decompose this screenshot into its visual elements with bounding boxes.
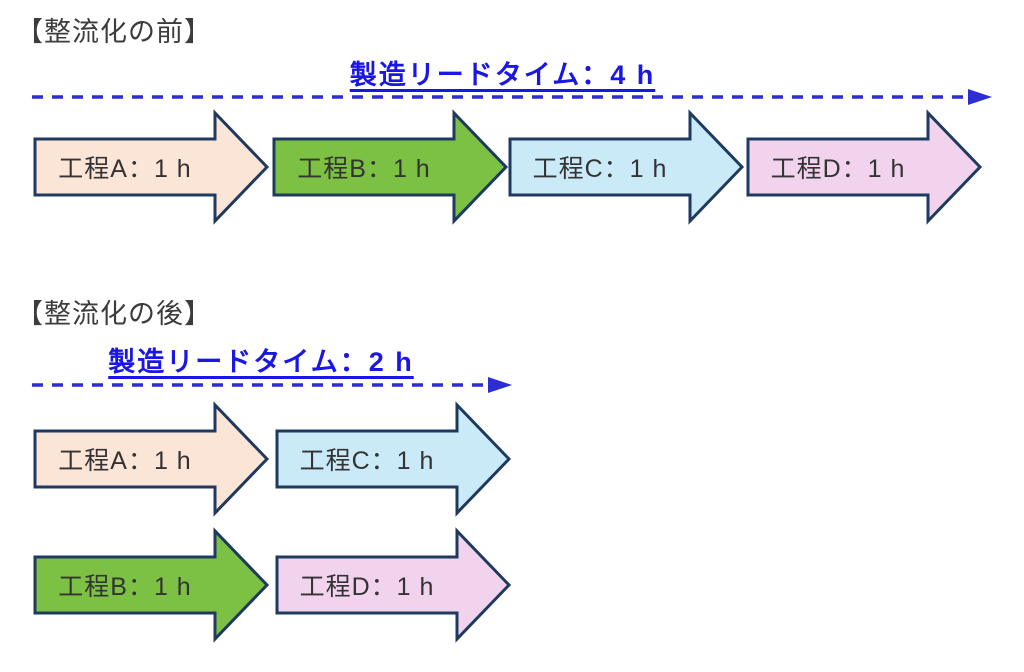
block-arrow-icon xyxy=(272,109,509,225)
after-leadtime-dashed-arrow xyxy=(32,377,512,393)
process-step-a-before: 工程A：1 h xyxy=(33,109,271,225)
after-leadtime-text: 製造リードタイム：2 h xyxy=(108,347,414,377)
process-step-label: 工程A：1 h xyxy=(58,447,192,475)
process-step-label: 工程B：1 h xyxy=(297,155,431,183)
process-step-c-before: 工程C：1 h xyxy=(508,109,746,225)
before-leadtime-dashed-arrow xyxy=(32,89,992,105)
block-arrow-icon xyxy=(33,401,270,517)
block-arrow-icon xyxy=(33,527,270,643)
process-step-label: 工程C：1 h xyxy=(532,155,668,183)
dashed-arrowhead-icon xyxy=(968,89,992,105)
process-step-label: 工程B：1 h xyxy=(58,573,192,601)
after-leadtime-label: 製造リードタイム：2 h xyxy=(30,340,492,379)
process-step-d-before: 工程D：1 h xyxy=(746,109,984,225)
block-arrow-icon xyxy=(746,109,983,225)
process-step-label: 工程A：1 h xyxy=(58,155,192,183)
block-arrow-icon xyxy=(275,401,512,517)
before-leadtime-text: 製造リードタイム：4 h xyxy=(349,60,656,90)
process-step-label: 工程C：1 h xyxy=(299,447,435,475)
process-step-b-before: 工程B：1 h xyxy=(272,109,510,225)
process-step-d-after: 工程D：1 h xyxy=(275,527,513,643)
process-step-b-after: 工程B：1 h xyxy=(33,527,271,643)
process-step-label: 工程D：1 h xyxy=(770,155,906,183)
block-arrow-icon xyxy=(508,109,745,225)
before-leadtime-label: 製造リードタイム：4 h xyxy=(30,53,975,92)
process-step-c-after: 工程C：1 h xyxy=(275,401,513,517)
process-step-label: 工程D：1 h xyxy=(299,573,435,601)
block-arrow-icon xyxy=(33,109,270,225)
block-arrow-icon xyxy=(275,527,512,643)
after-section-title: 【整流化の後】 xyxy=(16,299,212,329)
process-step-a-after: 工程A：1 h xyxy=(33,401,271,517)
dashed-arrowhead-icon xyxy=(488,377,512,393)
before-section-title: 【整流化の前】 xyxy=(16,17,212,47)
